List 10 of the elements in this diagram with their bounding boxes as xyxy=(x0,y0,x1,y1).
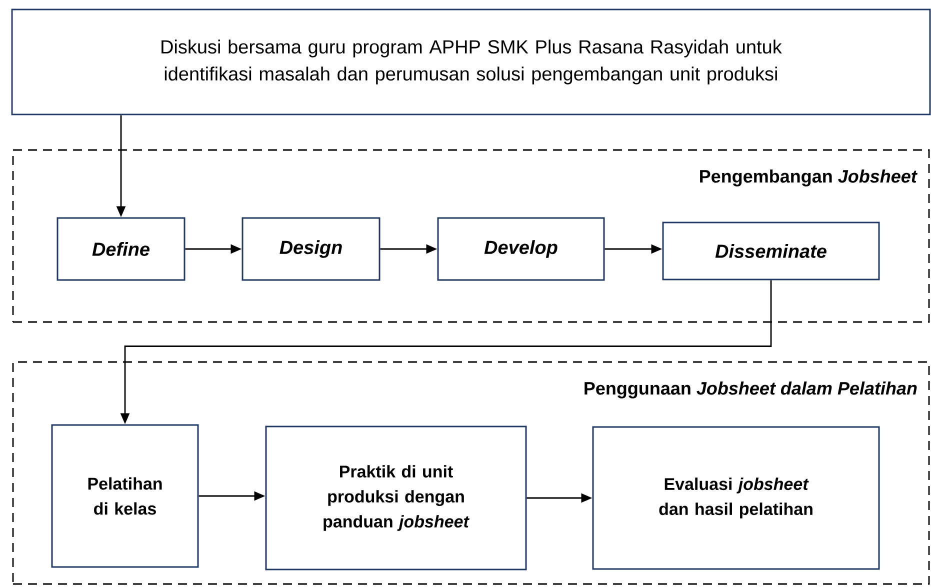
process-box: Evaluasi jobsheet dan hasil pelatihan xyxy=(592,426,880,570)
process-box: Pelatihan di kelas xyxy=(51,424,199,568)
process-box: Disseminate xyxy=(662,222,880,280)
process-box: Diskusi bersama guru program APHP SMK Plus Rasana Rasyidah untuk identifikasi masalah dan perumusan solusi pengembangan unit produksi xyxy=(11,8,931,116)
group-heading: Penggunaan Jobsheet dalam Pelatihan xyxy=(584,382,917,398)
process-box: Develop xyxy=(437,217,605,281)
process-box: Define xyxy=(56,217,186,281)
group-heading: Pengembangan Jobsheet xyxy=(700,170,918,186)
process-box: Design xyxy=(242,217,380,281)
process-box: Praktik di unit produksi dengan panduan jobsheet xyxy=(265,426,527,570)
